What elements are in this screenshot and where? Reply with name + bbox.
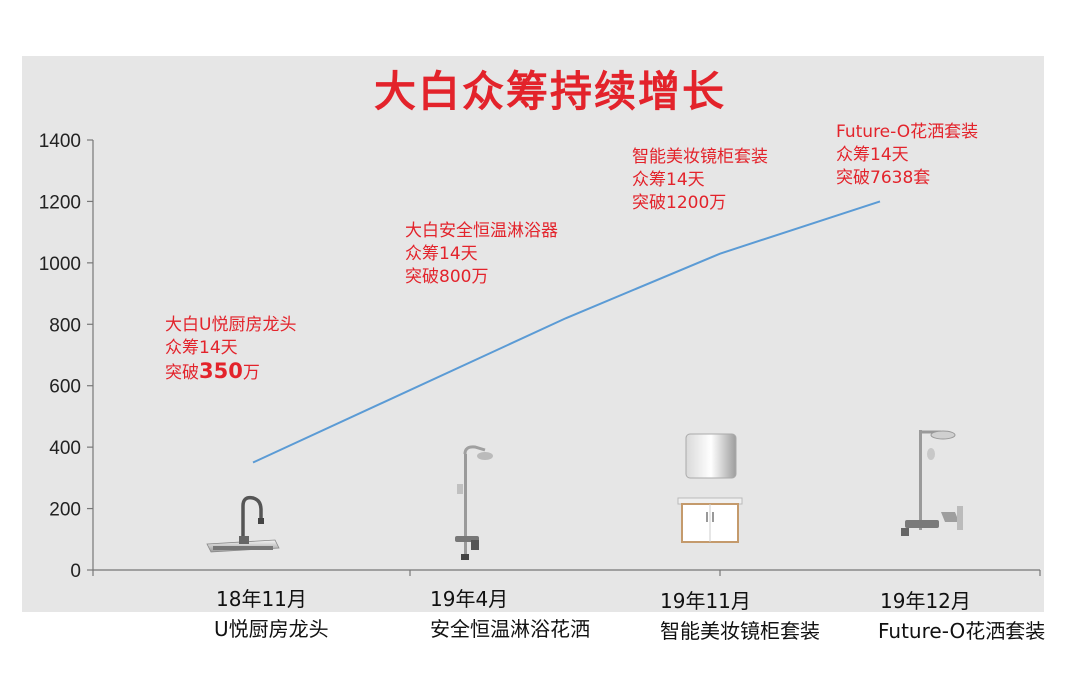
x-category-date: 19年12月 <box>880 589 971 613</box>
y-tick-label: 0 <box>70 561 81 582</box>
y-tick-label: 1400 <box>39 131 81 152</box>
annotation-line: 突破7638套 <box>836 168 931 188</box>
y-tick-label: 200 <box>49 500 81 521</box>
annotation-mirror: 智能美妆镜柜套装 众筹14天 突破1200万 <box>632 146 768 215</box>
x-category-date: 19年11月 <box>660 589 751 613</box>
x-category-product: 安全恒温淋浴花洒 <box>430 617 590 641</box>
annotation-line: 智能美妆镜柜套装 <box>632 147 768 167</box>
y-tick-label: 400 <box>49 438 81 459</box>
annotation-line: 突破350万 <box>165 360 296 385</box>
annotation-line: 众筹14天 <box>632 170 705 190</box>
annotation-suffix: 万 <box>242 363 260 383</box>
x-category-4: 19年12月 Future-O花洒套装 <box>878 586 1045 646</box>
annotation-line: Future-O花洒套装 <box>836 122 979 142</box>
series-line <box>252 200 881 464</box>
annotation-line: 众筹14天 <box>165 338 238 358</box>
annotation-line: 大白安全恒温淋浴器 <box>405 221 558 241</box>
x-category-1: 18年11月 U悦厨房龙头 <box>214 584 329 644</box>
x-category-product: U悦厨房龙头 <box>214 617 329 641</box>
y-tick-label: 1000 <box>39 254 81 275</box>
y-tick-label: 1200 <box>39 192 81 213</box>
annotation-future-o: Future-O花洒套装 众筹14天 突破7638套 <box>836 121 978 190</box>
annotation-highlight: 350 <box>199 359 243 383</box>
annotation-line: 众筹14天 <box>836 145 909 165</box>
annotation-line: 突破800万 <box>405 267 489 287</box>
annotation-faucet: 大白U悦厨房龙头 众筹14天 突破350万 <box>165 314 296 385</box>
x-category-date: 18年11月 <box>216 587 307 611</box>
annotation-line: 突破1200万 <box>632 193 727 213</box>
x-category-product: 智能美妆镜柜套装 <box>660 619 820 643</box>
y-tick-label: 600 <box>49 377 81 398</box>
annotation-prefix: 突破 <box>165 363 199 383</box>
annotation-shower: 大白安全恒温淋浴器 众筹14天 突破800万 <box>405 220 558 289</box>
kitchen-faucet-image <box>206 495 280 553</box>
shower-set-image <box>455 445 493 560</box>
future-o-shower-image <box>901 430 963 536</box>
annotation-line: 大白U悦厨房龙头 <box>165 315 297 335</box>
x-category-3: 19年11月 智能美妆镜柜套装 <box>660 586 820 646</box>
y-tick-label: 800 <box>49 315 81 336</box>
x-category-date: 19年4月 <box>430 587 509 611</box>
chart-title: 大白众筹持续增长 <box>373 67 726 116</box>
mirror-cabinet-image <box>677 433 743 543</box>
x-category-product: Future-O花洒套装 <box>878 619 1046 643</box>
annotation-line: 众筹14天 <box>405 244 478 264</box>
x-category-2: 19年4月 安全恒温淋浴花洒 <box>430 584 590 644</box>
